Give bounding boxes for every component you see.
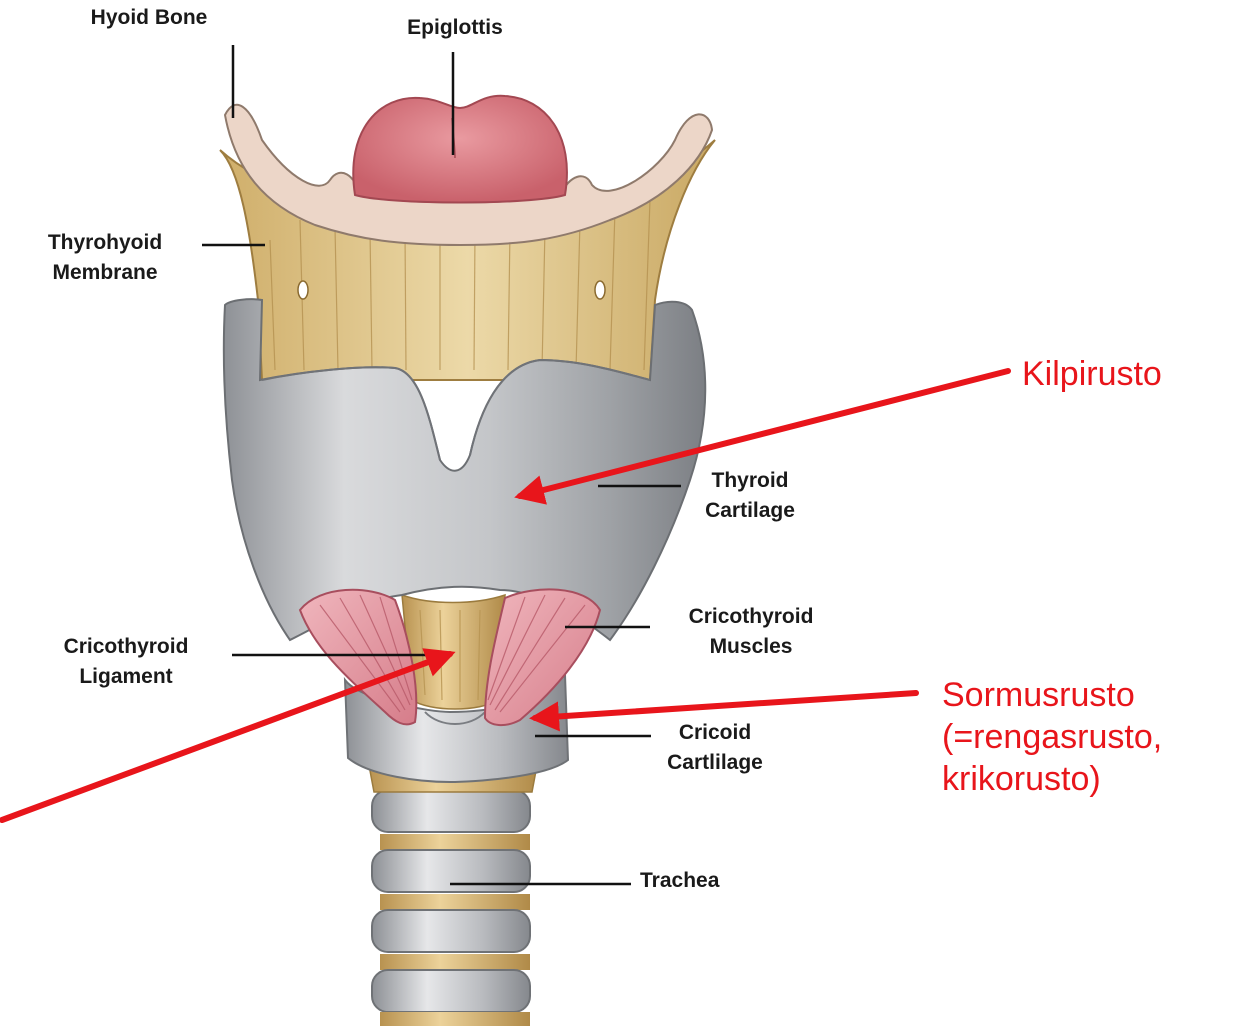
thyrohyoid-line-1: Thyrohyoid (14, 228, 196, 258)
sormusrusto-line-3: krikorusto) (942, 758, 1162, 800)
trachea-label: Trachea (640, 866, 719, 896)
epiglottis-label: Epiglottis (375, 13, 535, 43)
thyroid-line-2: Cartilage (680, 496, 820, 526)
thyrohyoid-membrane-label: Thyrohyoid Membrane (14, 228, 196, 288)
cricothyroid-ligament-line-1: Cricothyroid (26, 632, 226, 662)
cricothyroid-muscles-line-1: Cricothyroid (648, 602, 854, 632)
cricoid-cartilage-label: Cricoid Cartlilage (640, 718, 790, 778)
cricothyroid-muscles-line-2: Muscles (648, 632, 854, 662)
trachea-rings (372, 790, 530, 1026)
cricothyroid-ligament-line-2: Ligament (26, 662, 226, 692)
hyoid-bone-label: Hyoid Bone (64, 3, 234, 33)
cricothyroid-muscles-label: Cricothyroid Muscles (648, 602, 854, 662)
sormusrusto-annotation: Sormusrusto (=rengasrusto, krikorusto) (942, 674, 1162, 800)
sormusrusto-line-2: (=rengasrusto, (942, 716, 1162, 758)
thyrohyoid-line-2: Membrane (14, 258, 196, 288)
sormusrusto-line-1: Sormusrusto (942, 674, 1162, 716)
cricothyroid-ligament-label: Cricothyroid Ligament (26, 632, 226, 692)
kilpirusto-annotation: Kilpirusto (1022, 353, 1162, 395)
epiglottis-shape (353, 96, 567, 203)
thyroid-line-1: Thyroid (680, 466, 820, 496)
cricoid-line-2: Cartlilage (640, 748, 790, 778)
arrow-sormusrusto (535, 693, 916, 718)
thyroid-cartilage-label: Thyroid Cartilage (680, 466, 820, 526)
cricoid-line-1: Cricoid (640, 718, 790, 748)
